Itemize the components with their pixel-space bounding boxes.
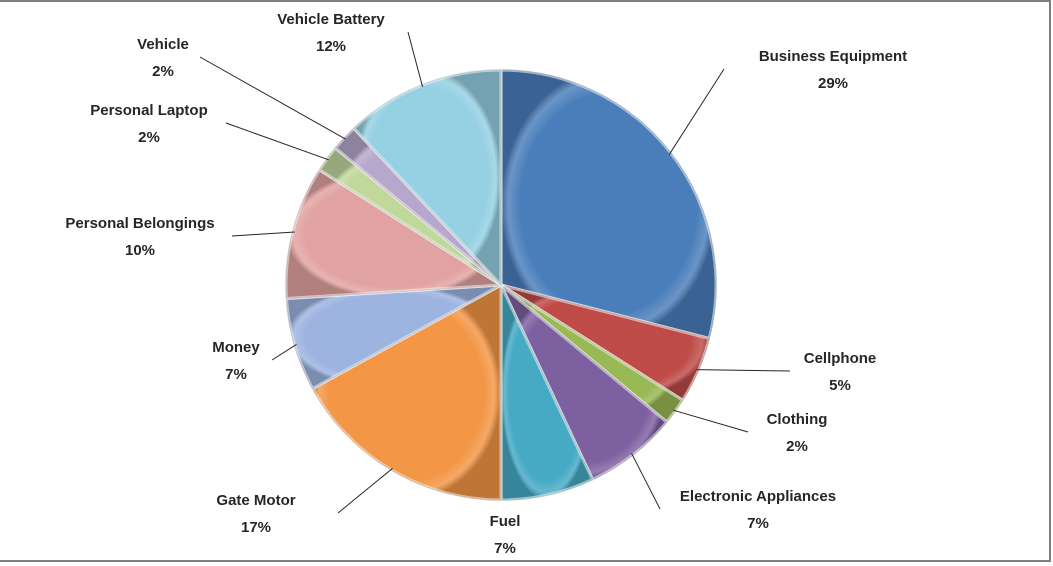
slice-percent-gate-motor: 17% — [241, 519, 271, 536]
leader-line-personal-laptop — [225, 122, 329, 161]
leader-line-vehicle — [199, 56, 346, 140]
slice-label-cellphone: Cellphone — [804, 350, 877, 367]
slice-label-electronic-appliances: Electronic Appliances — [680, 488, 836, 505]
leader-line-business-equipment — [668, 68, 725, 155]
slice-label-personal-belongings: Personal Belongings — [65, 215, 214, 232]
slice-percent-electronic-appliances: 7% — [747, 515, 769, 532]
leader-line-vehicle-battery — [407, 31, 424, 88]
leader-lines — [199, 31, 791, 514]
leader-line-personal-belongings — [231, 231, 295, 237]
leader-line-clothing — [673, 409, 749, 433]
leader-line-cellphone — [696, 369, 791, 372]
slice-percent-vehicle: 2% — [152, 63, 174, 80]
pie-slice-bevel-business-equipment — [499, 68, 718, 341]
slice-percent-personal-laptop: 2% — [138, 129, 160, 146]
slice-label-gate-motor: Gate Motor — [216, 492, 295, 509]
slice-label-business-equipment: Business Equipment — [759, 48, 907, 65]
slice-label-money: Money — [212, 339, 260, 356]
slice-label-clothing: Clothing — [767, 411, 828, 428]
slice-percent-vehicle-battery: 12% — [316, 38, 346, 55]
slice-label-vehicle: Vehicle — [137, 36, 189, 53]
slice-percent-personal-belongings: 10% — [125, 242, 155, 259]
leader-line-gate-motor — [337, 467, 393, 514]
pie-slice-bevel-gate-motor — [310, 282, 503, 502]
leader-line-electronic-appliances — [631, 453, 661, 510]
pie-slices — [284, 68, 718, 502]
slice-percent-clothing: 2% — [786, 438, 808, 455]
slice-percent-money: 7% — [225, 366, 247, 383]
slice-percent-fuel: 7% — [494, 540, 516, 557]
slice-percent-cellphone: 5% — [829, 377, 851, 394]
slice-label-vehicle-battery: Vehicle Battery — [277, 11, 385, 28]
slice-percent-business-equipment: 29% — [818, 75, 848, 92]
leader-line-money — [271, 344, 297, 361]
pie-slice-bevel-personal-belongings — [284, 167, 506, 301]
slice-label-fuel: Fuel — [490, 513, 521, 530]
slice-label-personal-laptop: Personal Laptop — [90, 102, 208, 119]
slice-labels: Business Equipment 29% Cellphone 5%Clothing… — [65, 11, 907, 557]
